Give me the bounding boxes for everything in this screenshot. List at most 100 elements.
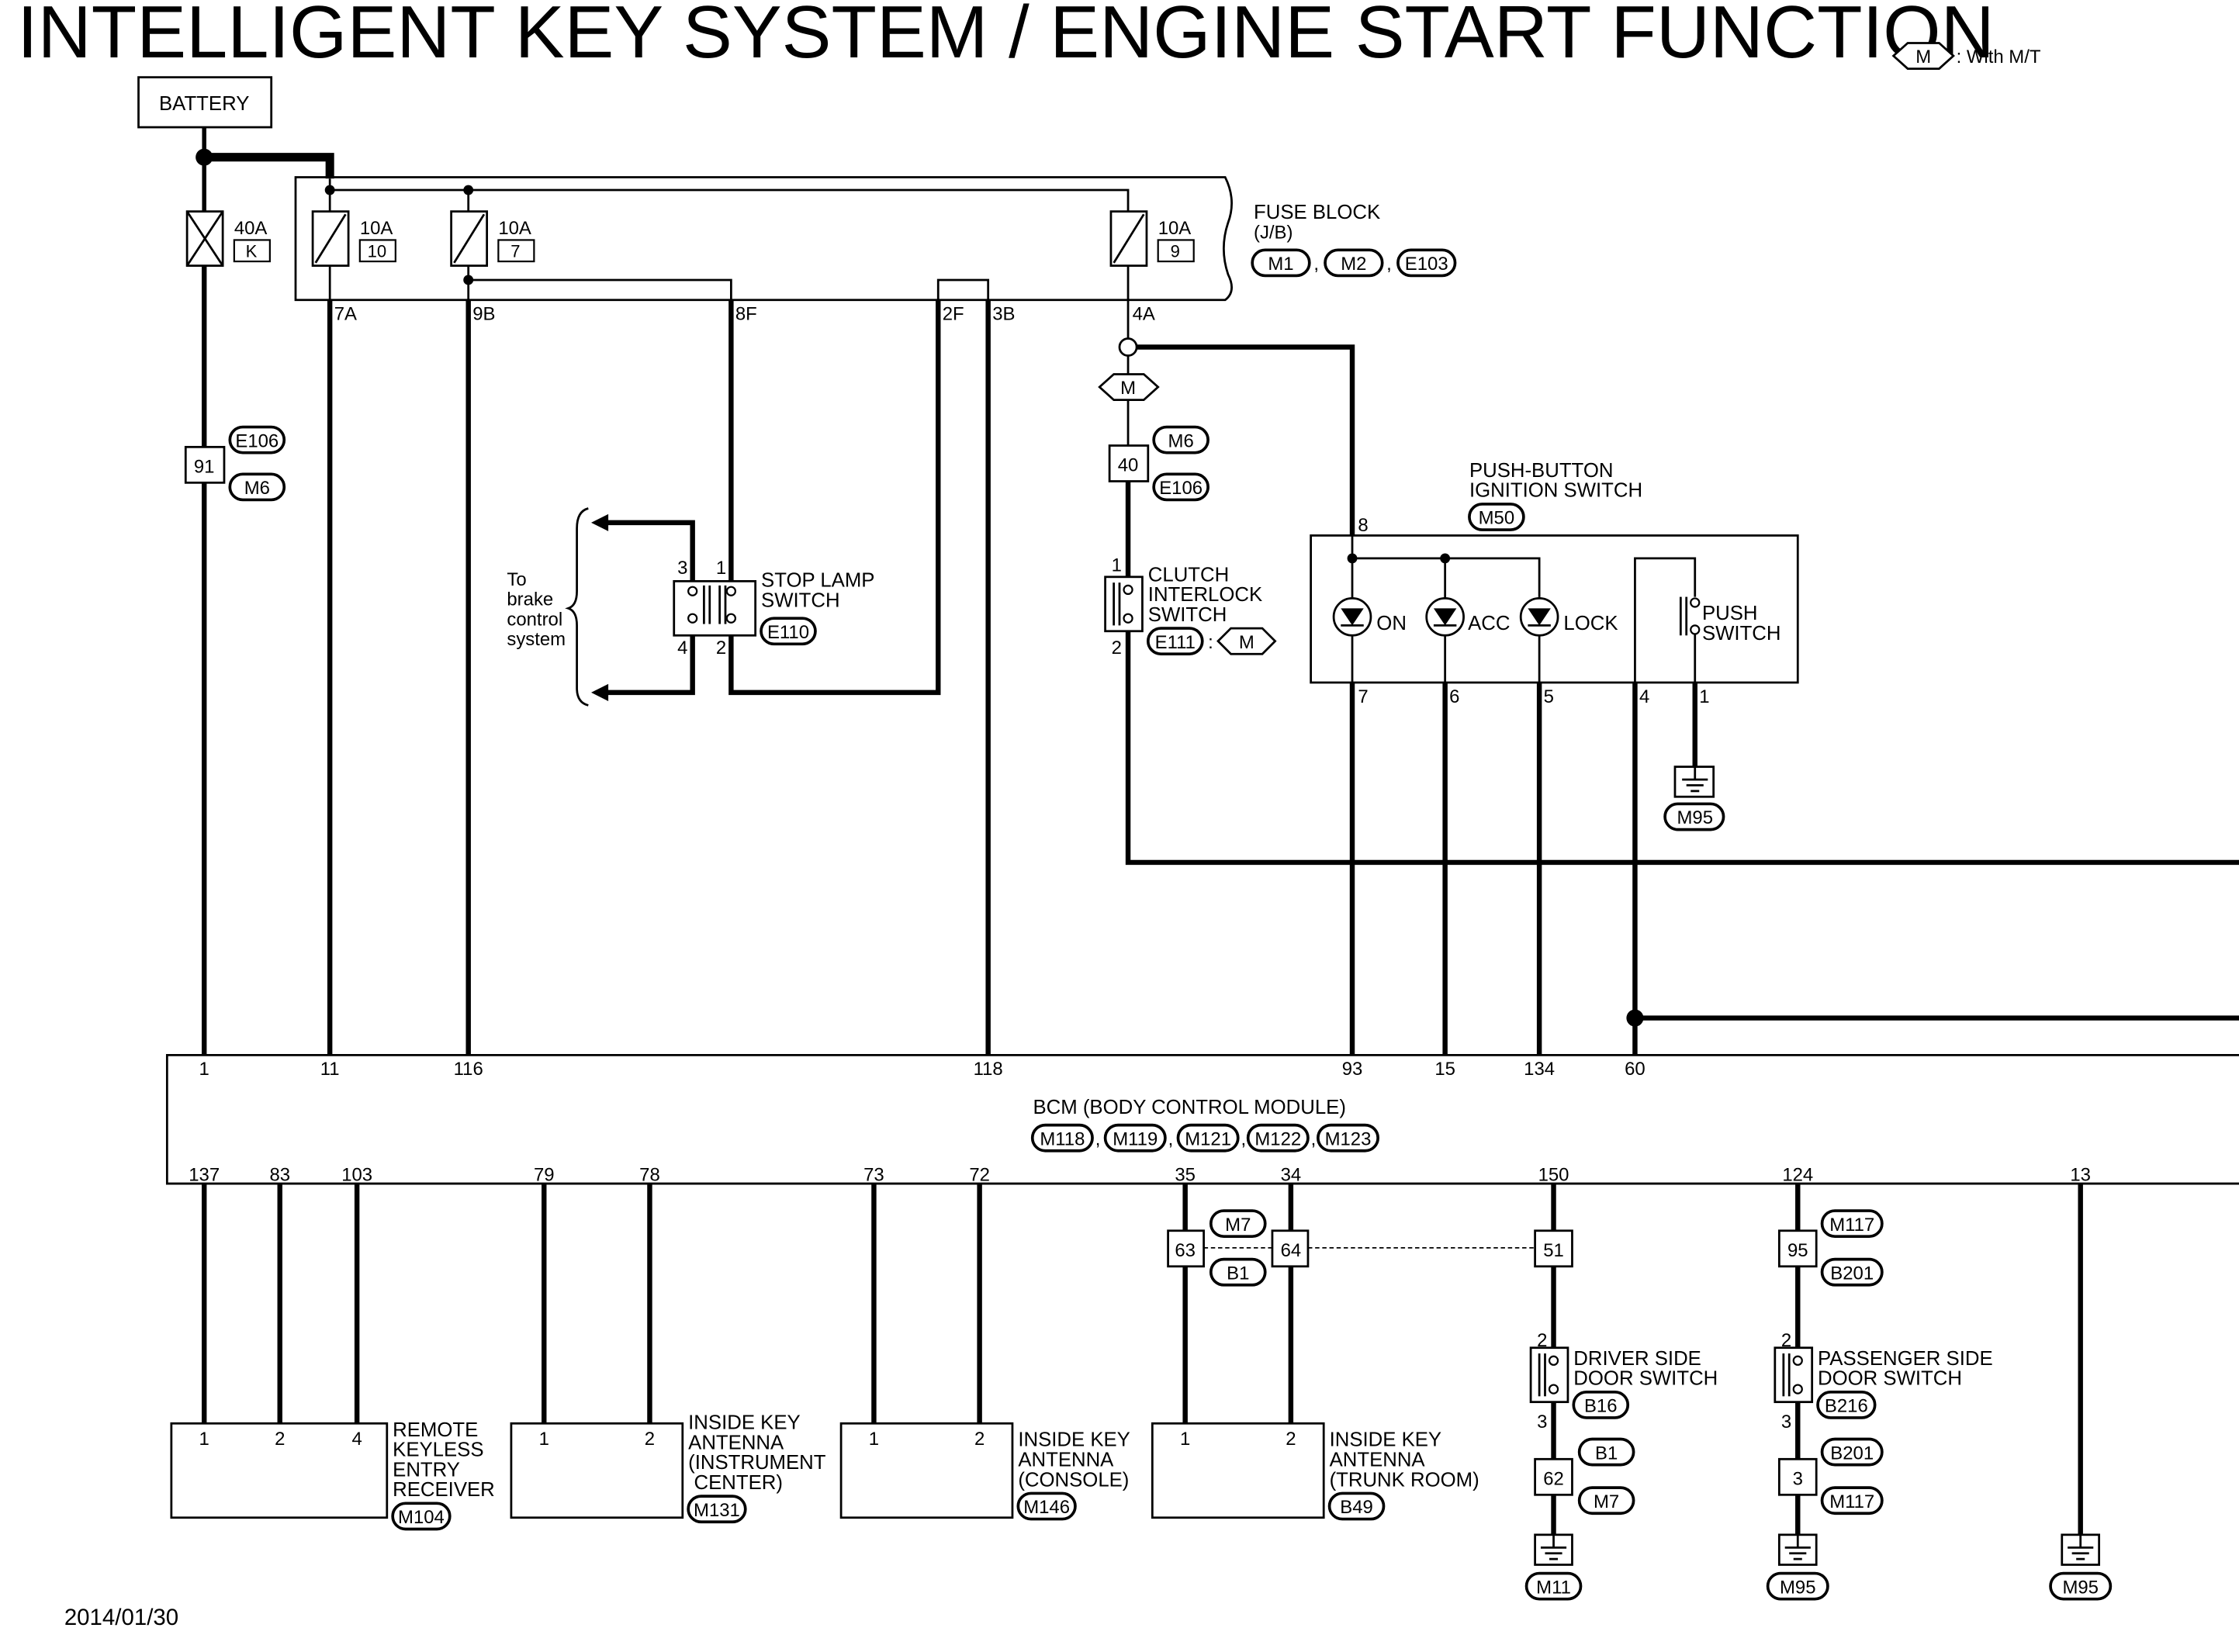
svg-text:INSIDE KEY: INSIDE KEY [688,1412,801,1434]
driver-side-door-switch: 2 3 DRIVER SIDE DOOR SWITCH B16 [1529,1330,1718,1433]
svg-text:M: M [1239,632,1254,653]
svg-text:4: 4 [351,1429,362,1450]
svg-text:M104: M104 [398,1507,445,1528]
svg-text:ANTENNA: ANTENNA [1018,1449,1114,1471]
svg-text:IGNITION SWITCH: IGNITION SWITCH [1469,480,1642,502]
svg-text:M95: M95 [1780,1577,1816,1598]
svg-text:2: 2 [645,1429,655,1450]
svg-text:34: 34 [1281,1164,1302,1185]
svg-text:E106: E106 [235,430,279,451]
svg-text:(J/B): (J/B) [1254,223,1293,244]
svg-text:1: 1 [199,1429,209,1450]
svg-text:ACC: ACC [1468,613,1510,634]
svg-text:2F: 2F [943,304,964,325]
svg-text:63: 63 [1175,1240,1196,1261]
svg-text:35: 35 [1175,1164,1196,1185]
svg-text:,: , [1095,1128,1101,1149]
svg-text:DOOR SWITCH: DOOR SWITCH [1573,1368,1718,1390]
svg-text:ENTRY: ENTRY [393,1459,460,1481]
svg-text:DOOR SWITCH: DOOR SWITCH [1818,1368,1962,1390]
svg-text:B201: B201 [1830,1443,1874,1464]
svg-text:M1: M1 [1268,254,1293,275]
inside-key-antenna-trunk-room: 1 2 INSIDE KEY ANTENNA (TRUNK ROOM) B49 [1151,1422,1479,1521]
svg-text:FUSE BLOCK: FUSE BLOCK [1254,202,1380,223]
svg-text:3: 3 [1537,1412,1547,1433]
inside-key-antenna-console: 1 2 INSIDE KEY ANTENNA (CONSOLE) M146 [839,1422,1130,1521]
inside-key-antenna-instrument-center: 1 2 INSIDE KEY ANTENNA (INSTRUMENT CENTE… [510,1412,826,1524]
svg-text:B49: B49 [1340,1497,1373,1518]
svg-text:,: , [1386,254,1392,275]
svg-text:2: 2 [1286,1429,1296,1450]
joint-connector-95: 95 M117 B201 [1777,1209,1884,1287]
svg-text:M6: M6 [244,478,270,499]
svg-text:E106: E106 [1159,478,1203,499]
ground-m95-push: M95 [1663,766,1725,831]
svg-text:INSIDE KEY: INSIDE KEY [1330,1429,1442,1451]
svg-text:137: 137 [189,1164,220,1185]
svg-text:10A: 10A [1158,218,1192,239]
svg-text:STOP LAMP: STOP LAMP [761,570,874,592]
svg-text:10A: 10A [360,218,393,239]
svg-text:60: 60 [1625,1059,1646,1080]
to-brake-control-label: To brake control system [507,569,566,650]
svg-text:2: 2 [1537,1330,1547,1351]
clutch-interlock-switch: 1 2 CLUTCH INTERLOCK SWITCH E111 : M [1104,555,1277,658]
passenger-side-door-switch: 2 3 PASSENGER SIDE DOOR SWITCH B216 [1774,1330,1993,1433]
date-stamp: 2014/01/30 [64,1605,178,1630]
svg-text:LOCK: LOCK [1563,613,1618,634]
svg-text:62: 62 [1543,1468,1564,1489]
svg-text:,: , [1241,1128,1246,1149]
svg-text:,: , [1311,1128,1317,1149]
battery: BATTERY [137,76,273,129]
svg-text:BATTERY: BATTERY [159,93,249,115]
svg-text:83: 83 [269,1164,290,1185]
fuse-block: FUSE BLOCK (J/B) M1 , M2 , E103 [294,176,1457,302]
svg-text:8F: 8F [735,304,757,325]
svg-text:6: 6 [1449,686,1459,707]
svg-text:M118: M118 [1040,1128,1085,1149]
svg-text:3: 3 [1781,1412,1791,1433]
joint-connector-62: 62 B1 M7 [1534,1437,1635,1515]
svg-text:8: 8 [1358,515,1368,536]
svg-text:,: , [1168,1128,1174,1149]
svg-text:ANTENNA: ANTENNA [1330,1449,1426,1471]
fuse-10a-9: 10A 9 [1109,210,1195,267]
joint-connector-40: 40 M6 E106 [1108,425,1209,502]
svg-text:7: 7 [1358,686,1368,707]
svg-text:1: 1 [539,1429,549,1450]
svg-text:M: M [1120,378,1136,399]
svg-text:10: 10 [368,242,387,261]
svg-text:M119: M119 [1113,1128,1158,1149]
svg-text:INTERLOCK: INTERLOCK [1148,584,1262,606]
ground-m95-passenger: M95 [1766,1533,1829,1601]
svg-text:B216: B216 [1825,1396,1868,1417]
svg-text:3: 3 [1793,1468,1803,1489]
stop-lamp-switch: 3 1 4 2 STOP LAMP SWITCH E110 [673,558,874,658]
svg-text::: : [1208,632,1213,653]
svg-text:118: 118 [974,1059,1003,1080]
svg-text:system: system [507,629,566,650]
svg-text:PUSH-BUTTON: PUSH-BUTTON [1469,460,1614,482]
svg-text:M122: M122 [1254,1128,1301,1149]
svg-text:K: K [246,242,258,261]
svg-text:73: 73 [863,1164,884,1185]
svg-text:78: 78 [639,1164,660,1185]
svg-text:PUSH: PUSH [1702,603,1758,624]
svg-text:M2: M2 [1341,254,1366,275]
svg-text:M117: M117 [1829,1491,1874,1512]
legend-text: : With M/T [1957,47,2041,67]
svg-text:134: 134 [1524,1059,1555,1080]
svg-text:1: 1 [1699,686,1709,707]
svg-text:SWITCH: SWITCH [761,589,840,611]
fuse-terminals: 7A 9B 8F 2F 3B 4A [334,304,1155,325]
svg-text:1: 1 [716,558,726,579]
svg-text:M11: M11 [1536,1577,1571,1598]
svg-text:E110: E110 [767,622,809,643]
ground-m95-pin13: M95 [2049,1533,2113,1601]
joint-connector-3: 3 B201 M117 [1777,1437,1884,1515]
svg-text:4A: 4A [1133,304,1155,325]
svg-text:11: 11 [320,1059,340,1080]
svg-text:2: 2 [1112,638,1122,658]
svg-text:116: 116 [454,1059,483,1080]
